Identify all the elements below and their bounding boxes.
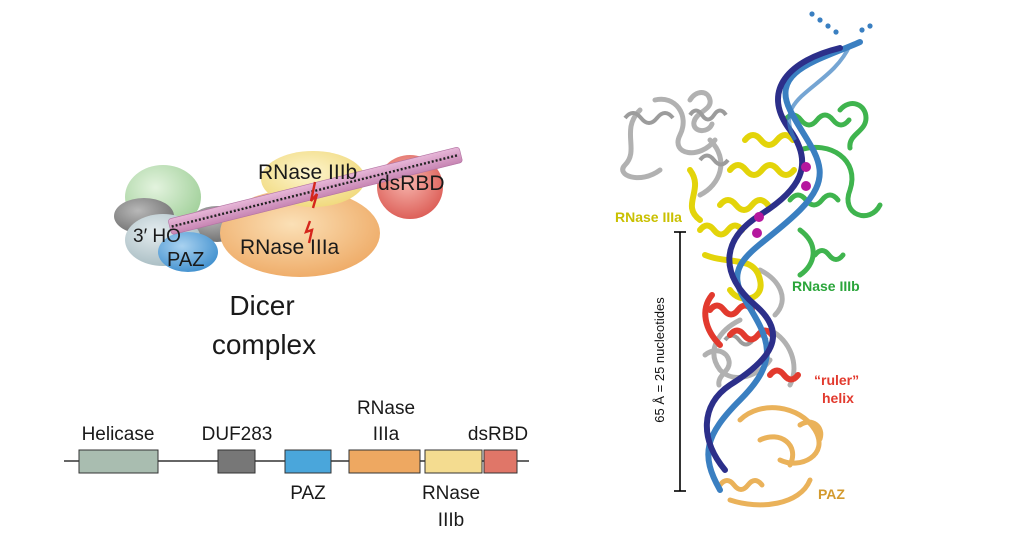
label-paz-cartoon: PAZ (167, 249, 204, 271)
rna-strand-dark (703, 45, 843, 473)
caption-complex: complex (212, 329, 316, 360)
caption-dicer: Dicer (229, 290, 294, 321)
label-rnase3a-cartoon: RNase IIIa (240, 236, 340, 259)
dsrna-rod (168, 147, 463, 235)
label-rnase3b-cartoon: RNase IIIb (258, 161, 357, 184)
domain-map: Helicase DUF283 RNase IIIa dsRBD PAZ RNa… (64, 398, 529, 531)
rna-strand-light (705, 39, 863, 493)
label-paz-structure: PAZ (818, 486, 845, 502)
label-3prime-ho: 3′ HO (133, 226, 181, 247)
paz-lobe (158, 232, 218, 272)
label-rnase3b-line2: IIIb (438, 510, 464, 531)
rnase3a-ribbons (687, 132, 797, 302)
rna-overhang-dots (809, 11, 873, 35)
paz-ribbons (717, 405, 824, 508)
domain-dsrbd (483, 449, 518, 474)
label-ruler-line2: helix (822, 390, 854, 406)
label-ruler-line1: “ruler” (814, 372, 859, 388)
domain-duf283 (217, 449, 256, 474)
label-rnase3a-line1: RNase (357, 398, 415, 419)
rna-backbone-crossing (787, 44, 852, 141)
domain-helicase (78, 449, 159, 474)
crystal-structure: 65 Å = 25 nucleotides RNase IIIa RNase I… (615, 11, 883, 508)
label-rnase3a-line2: IIIa (373, 424, 400, 445)
distance-bar (674, 231, 686, 492)
label-duf283: DUF283 (202, 424, 273, 445)
label-paz: PAZ (290, 483, 326, 504)
label-dsrbd: dsRBD (468, 424, 528, 445)
cleavage-mark-lower (304, 220, 314, 244)
label-rnase3b-line1: RNase (422, 483, 480, 504)
domain-rnase3a (348, 449, 421, 474)
cleavage-mark-upper (309, 181, 319, 209)
domain-rnase3b (424, 449, 483, 474)
metal-ions (752, 162, 811, 238)
label-helicase: Helicase (82, 424, 155, 445)
label-dsrbd-cartoon: dsRBD (378, 172, 445, 195)
label-distance: 65 Å = 25 nucleotides (652, 297, 667, 423)
label-rnase3b-structure: RNase IIIb (792, 278, 860, 294)
dicer-complex-cartoon: RNase IIIb dsRBD 3′ HO PAZ RNase IIIa Di… (114, 147, 463, 360)
label-rnase3a-structure: RNase IIIa (615, 209, 682, 225)
domain-paz (284, 449, 332, 474)
